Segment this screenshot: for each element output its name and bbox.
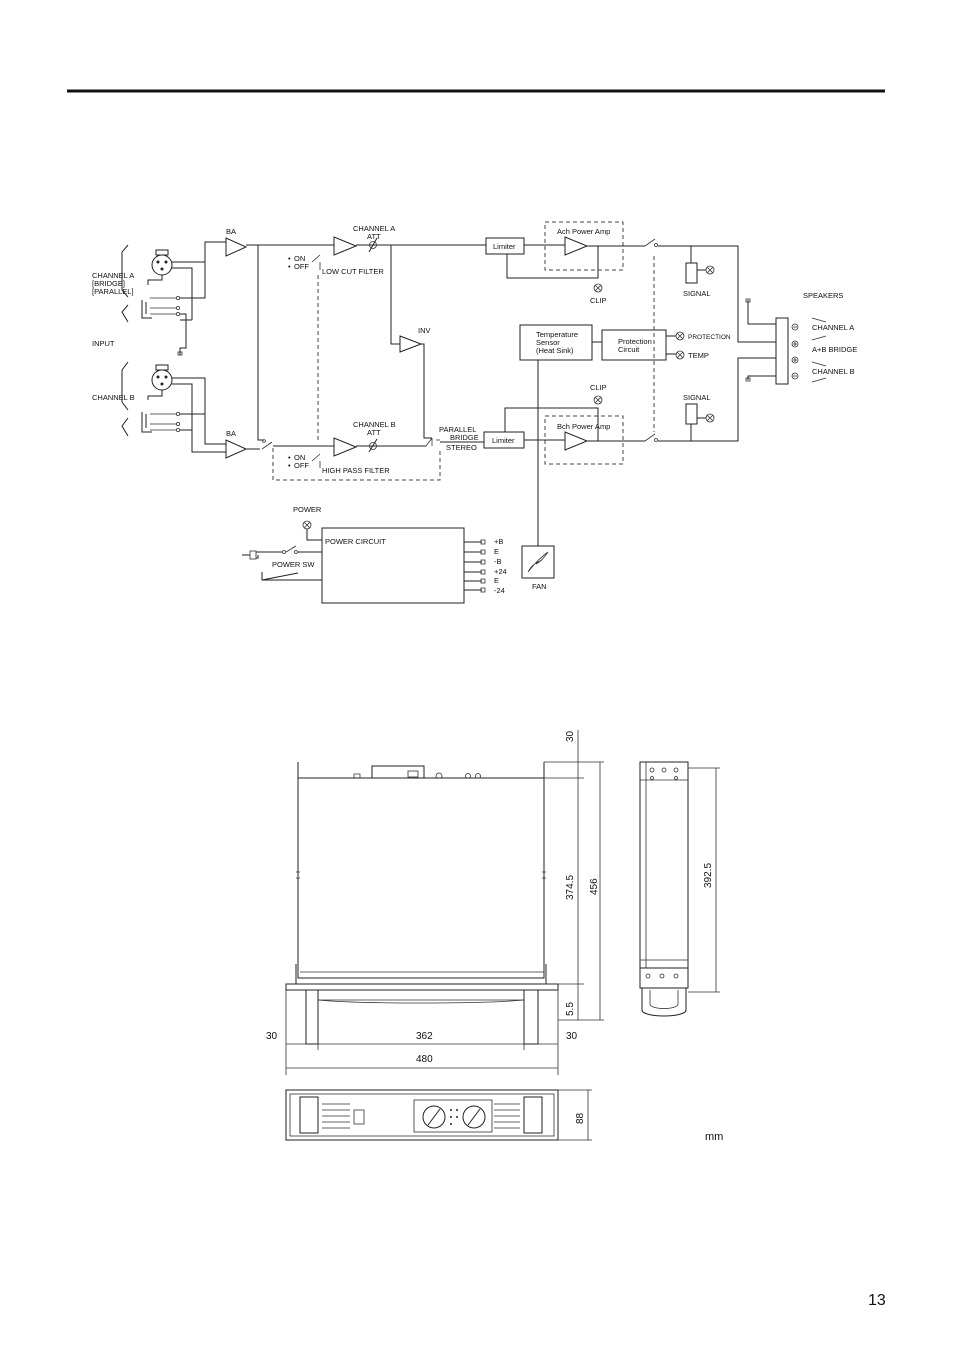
- off-dot-b: •: [288, 461, 291, 470]
- side-view: 392.5: [639, 761, 720, 1017]
- signal-a-sense: [685, 262, 698, 284]
- speaker-bridge-label: A+B BRIDGE: [812, 345, 857, 354]
- power-circuit-box: [321, 527, 465, 604]
- ach-power-amp: [564, 236, 589, 256]
- speaker-terminal: [775, 317, 789, 385]
- high-pass-on-label: ON: [294, 453, 305, 462]
- on-dot-b: •: [288, 453, 291, 462]
- off-dot-a: •: [288, 262, 291, 271]
- input-label: INPUT: [92, 339, 115, 348]
- high-pass-off-label: OFF: [294, 461, 309, 470]
- high-pass-filter-label: HIGH PASS FILTER: [322, 466, 390, 475]
- rail-label-2: E: [494, 547, 499, 556]
- clip-b-label: CLIP: [590, 383, 607, 392]
- rail-label-4: +24: [494, 567, 507, 576]
- bch-power-amp: [564, 431, 589, 451]
- on-dot-a: •: [288, 254, 291, 263]
- power-led-label: POWER: [293, 505, 322, 514]
- temp-sensor-label-3: (Heat Sink): [536, 346, 574, 355]
- protection-circuit-label-1: Protection: [618, 337, 652, 346]
- rail-label-1: +B: [494, 537, 503, 546]
- dim-right-ear: 30: [566, 1031, 578, 1042]
- mode-parallel-label: PARALLEL: [439, 425, 476, 434]
- front-view: 88: [285, 1089, 592, 1141]
- channel-a-input-label-1: CHANNEL A: [92, 271, 134, 280]
- dim-total-width: 480: [416, 1054, 433, 1065]
- protection-led-label: PROTECTION: [688, 334, 731, 341]
- dim-left-ear: 30: [266, 1031, 278, 1042]
- inv-amp: [399, 335, 423, 353]
- dim-side-depth: 392.5: [703, 863, 714, 888]
- speaker-channel-a-label: CHANNEL A: [812, 323, 854, 332]
- ba-bottom-label: BA: [226, 429, 236, 438]
- limiter-b-label: Limiter: [492, 436, 515, 445]
- channel-b-input-label: CHANNEL B: [92, 393, 135, 402]
- fan-icon: [521, 545, 555, 579]
- channel-a-att-label-1: CHANNEL A: [353, 224, 395, 233]
- chassis-side: [639, 761, 689, 973]
- top-view: [285, 762, 559, 1045]
- bch-power-amp-label: Bch Power Amp: [557, 422, 610, 431]
- clip-a-label: CLIP: [590, 296, 607, 305]
- channel-a-att-label-2: ATT: [367, 232, 381, 241]
- dim-chassis-depth: 374.5: [565, 875, 576, 900]
- low-cut-off-label: OFF: [294, 262, 309, 271]
- jack-input-channel-b: [121, 411, 205, 437]
- dimension-drawings: 30 374.5 456 5.5 30 362 30 480: [266, 730, 723, 1143]
- channel-b-att-label-1: CHANNEL B: [353, 420, 396, 429]
- rail-label-3: -B: [494, 557, 502, 566]
- block-diagram: CHANNEL A [BRIDGE] [PARALLEL] INPUT CHAN…: [92, 221, 857, 604]
- temp-led-label: TEMP: [688, 351, 709, 360]
- dim-top-offset: 30: [565, 730, 576, 742]
- low-cut-filter-label: LOW CUT FILTER: [322, 267, 384, 276]
- power-sw-label: POWER SW: [272, 560, 315, 569]
- power-rails: +B E -B +24 E -24: [464, 537, 507, 595]
- ba-top-label: BA: [226, 227, 236, 236]
- top-view-depth-dims: 30 374.5 456 5.5: [544, 730, 604, 1021]
- channel-a-input-label-3: [PARALLEL]: [92, 287, 134, 296]
- dim-total-depth: 456: [589, 878, 600, 895]
- speaker-channel-b-label: CHANNEL B: [812, 367, 855, 376]
- mode-stereo-label: STEREO: [446, 443, 477, 452]
- power-circuit-label: POWER CIRCUIT: [325, 537, 386, 546]
- temp-sensor-label-2: Sensor: [536, 338, 560, 347]
- jack-input-channel-a: [121, 262, 206, 323]
- fan-label: FAN: [532, 582, 547, 591]
- mode-bridge-label: BRIDGE: [450, 433, 479, 442]
- ba-amp-top: [225, 237, 248, 257]
- front-panel: [285, 1089, 559, 1141]
- low-cut-on-label: ON: [294, 254, 305, 263]
- temp-sensor-label-1: Temperature: [536, 330, 578, 339]
- protection-circuit-box: [601, 329, 667, 361]
- protection-circuit-label-2: Circuit: [618, 345, 640, 354]
- signal-b-sense: [685, 403, 698, 425]
- power-switch-icon: [353, 1109, 365, 1125]
- limiter-a-label: Limiter: [493, 242, 516, 251]
- chassis-top: [297, 777, 545, 979]
- ba-amp-bottom: [225, 439, 248, 459]
- dim-height: 88: [575, 1112, 586, 1124]
- page-number: 13: [868, 1292, 886, 1309]
- dim-handle-depth: 5.5: [565, 1002, 576, 1016]
- channel-a-input-label-2: [BRIDGE]: [92, 279, 125, 288]
- speakers-label: SPEAKERS: [803, 291, 843, 300]
- limiter-a: [485, 237, 525, 255]
- filter-amp-a: [333, 236, 358, 256]
- xlr-input-channel-a: [121, 241, 226, 320]
- signal-b-label: SIGNAL: [683, 393, 711, 402]
- filter-amp-b: [333, 437, 358, 457]
- ach-power-amp-label: Ach Power Amp: [557, 227, 610, 236]
- rail-label-6: -24: [494, 586, 505, 595]
- xlr-input-channel-b: [121, 361, 226, 453]
- width-dims: 30 362 30 480: [266, 990, 578, 1075]
- inv-label: INV: [418, 326, 431, 335]
- channel-b-att-label-2: ATT: [367, 428, 381, 437]
- rail-label-5: E: [494, 576, 499, 585]
- signal-a-label: SIGNAL: [683, 289, 711, 298]
- dim-chassis-width: 362: [416, 1031, 433, 1042]
- unit-label: mm: [705, 1131, 723, 1143]
- temperature-sensor-box: [519, 324, 593, 361]
